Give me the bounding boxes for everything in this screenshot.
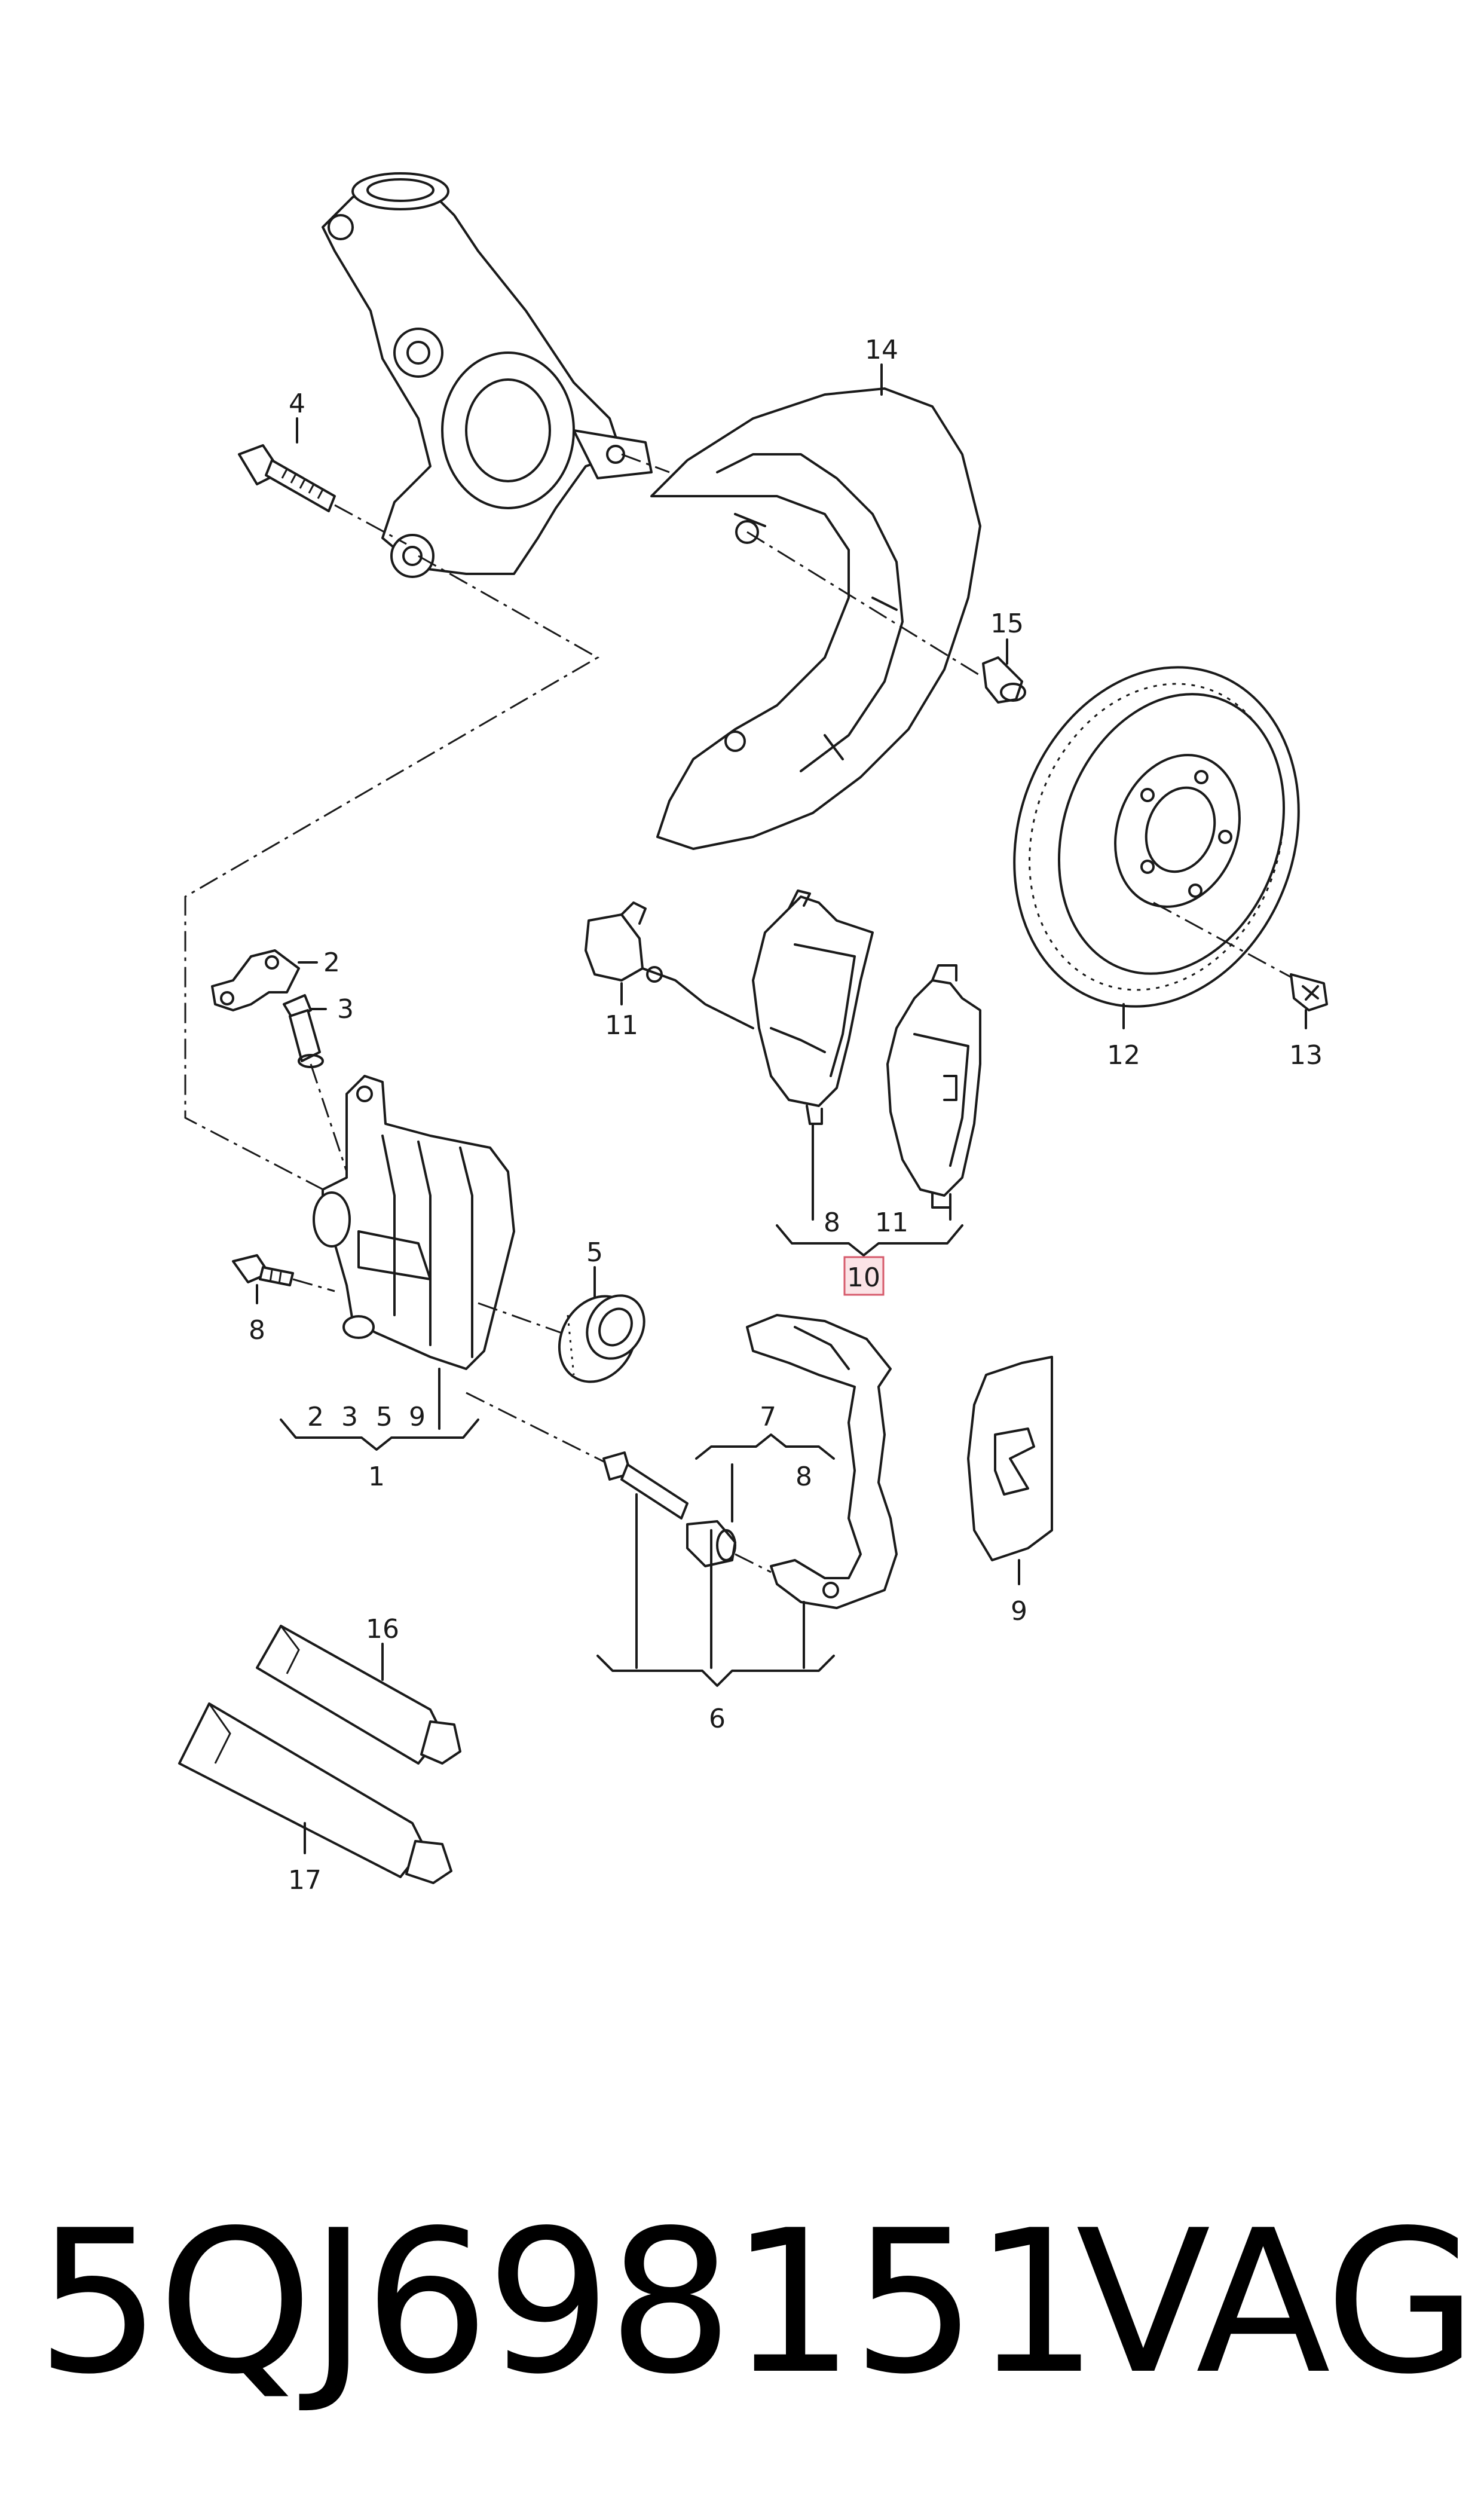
callout-8-pad: 8 [824,1207,840,1238]
callout-4: 4 [289,389,305,419]
bleed-screw-2 [211,949,300,1011]
callout-9: 9 [1011,1596,1027,1627]
brake-disc [1013,666,1300,1008]
screw-15 [982,656,1026,704]
screw-13 [1290,973,1328,1011]
callout-3-group: 3 [341,1402,358,1432]
callout-11-sensor: 11 [605,1010,638,1041]
footer: 5QJ698151 VAG [0,2152,1484,2487]
brake-exploded-diagram: 4 14 15 12 13 [178,172,1328,1896]
guide-pin [602,1451,689,1520]
grease-tube-17 [178,1702,452,1884]
callout-12: 12 [1107,1040,1140,1071]
brand: VAG [1076,2188,1477,2417]
callout-7: 7 [760,1402,776,1432]
callout-5: 5 [586,1237,603,1268]
callout-17: 17 [288,1865,322,1896]
bolt-4 [238,444,336,512]
bolt-8 [232,1254,294,1286]
callout-1: 1 [368,1462,385,1492]
callout-15: 15 [990,609,1024,639]
callout-2: 2 [323,947,340,978]
callout-11-pad: 11 [875,1207,908,1238]
steering-knuckle [322,172,653,578]
callout-3: 3 [337,994,354,1025]
callout-10: 10 [847,1262,880,1293]
callout-14: 14 [865,335,898,365]
splash-shield [650,387,981,850]
part-number: 5QJ698151 [36,2188,1099,2417]
brake-pad-inner [886,964,981,1209]
brake-pad-outer [752,889,874,1125]
caliper-cover [967,1356,1053,1561]
callout-5-group: 5 [376,1402,393,1432]
callout-9-group: 9 [409,1402,426,1432]
callout-8-bolt: 8 [249,1315,265,1346]
bleed-valve-3 [283,994,324,1068]
callout-16: 16 [366,1614,399,1644]
wear-sensor [585,901,754,1029]
piston-seal-kit [558,1294,645,1383]
brake-caliper [313,1075,515,1370]
callout-6: 6 [709,1704,726,1734]
grease-tube-16 [256,1625,461,1765]
caliper-carrier [746,1314,898,1609]
callout-8-carrier: 8 [795,1462,812,1492]
callout-13: 13 [1289,1040,1323,1071]
callout-2-group: 2 [307,1402,324,1432]
callout-10-highlight [843,1256,885,1296]
